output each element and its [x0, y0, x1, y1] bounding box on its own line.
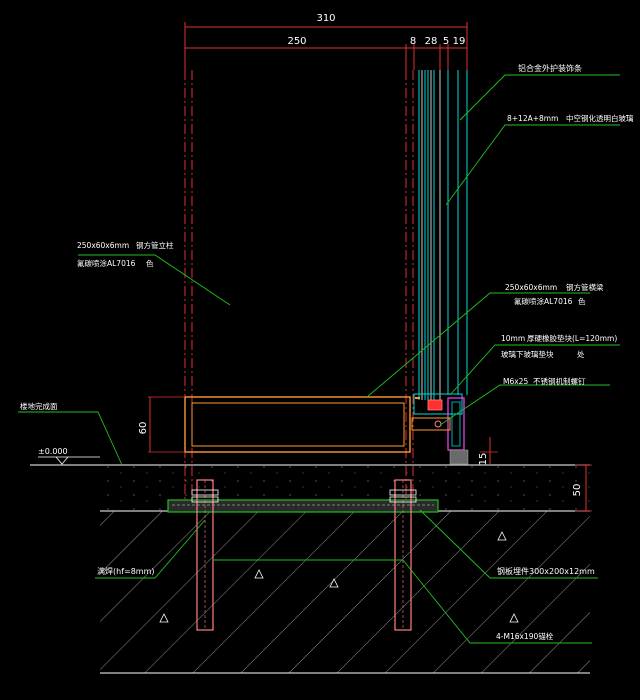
glass-base-profile — [411, 393, 469, 465]
label-screw-spec: M6x25 — [503, 377, 528, 386]
dim-slab-50: 50 — [572, 484, 583, 497]
elevation-mark: ±0.000 — [38, 447, 100, 465]
label-column-name: 钢方管立柱 — [136, 240, 174, 250]
elevation-label: ±0.000 — [38, 447, 68, 456]
label-column-spec: 250x60x6mm — [77, 241, 129, 250]
label-gasket-count: 处 — [577, 349, 585, 359]
label-aluminum-cover: 铝合金外护装饰条 — [518, 63, 582, 73]
label-gasket-name: 厚硬橡胶垫块(L=120mm) — [527, 333, 617, 343]
label-floor-finish: 楼地完成面 — [20, 401, 58, 411]
label-gasket-desc: 玻璃下玻璃垫块 — [501, 349, 554, 359]
dim-frame-19: 19 — [453, 36, 466, 47]
label-beam-color: 色 — [578, 296, 586, 306]
dim-overall: 310 — [316, 13, 335, 24]
dim-gap-8: 8 — [410, 36, 416, 47]
label-glass-spec: 8+12A+8mm — [507, 114, 558, 123]
glass-panel — [418, 70, 468, 400]
annotations: 铝合金外护装饰条 8+12A+8mm 中空钢化透明白玻璃 250x60x6mm … — [20, 63, 634, 641]
label-beam-finish: 氟碳喷涂AL7016 — [514, 296, 573, 306]
label-anchor-bolts: 4-M16x190锚栓 — [496, 631, 554, 641]
dim-glass-28: 28 — [425, 36, 438, 47]
label-glass-desc: 中空钢化透明白玻璃 — [566, 113, 634, 123]
steel-column — [184, 70, 414, 500]
dim-gap-5: 5 — [443, 36, 449, 47]
anchor-bolt-right — [389, 479, 417, 631]
label-weld: 满焊(hf=8mm) — [97, 566, 155, 576]
label-column-color: 色 — [146, 258, 154, 268]
embed-plate — [167, 499, 439, 513]
label-gasket-spec: 10mm — [501, 334, 525, 343]
leader-lines — [18, 74, 620, 644]
dim-gap-15: 15 — [478, 453, 489, 466]
label-screw-name: 不锈钢机制螺钉 — [533, 376, 586, 386]
dim-beam-height: 60 — [138, 422, 149, 435]
dimension-chain: 310 250 8 28 5 19 — [184, 13, 468, 70]
label-embed-plate: 钢板埋件300x200x12mm — [497, 566, 595, 576]
dim-column-width: 250 — [287, 36, 306, 47]
anchor-bolt-left — [191, 479, 219, 631]
steel-beam: 60 — [138, 396, 411, 453]
label-column-finish: 氟碳喷涂AL7016 — [77, 258, 136, 268]
label-beam-name: 钢方管横梁 — [566, 282, 604, 292]
label-beam-spec: 250x60x6mm — [505, 283, 557, 292]
